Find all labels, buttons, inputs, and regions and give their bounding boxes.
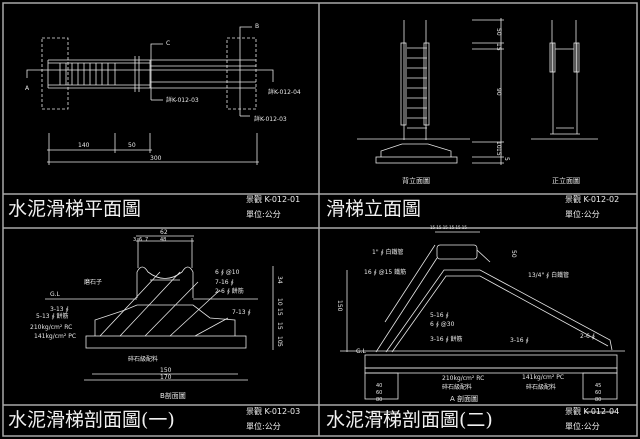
rebar-hatch — [99, 271, 229, 337]
dimension-label: 150 — [160, 367, 172, 374]
dimension-label: 140 — [78, 142, 90, 149]
plan-view — [26, 26, 274, 165]
detail-ref: 詳K-012-03 — [166, 97, 199, 104]
dimension-label: 7 — [145, 237, 149, 243]
material-label: 碎石級配料 — [128, 356, 159, 363]
drawing-code: 景觀 K-012-02 — [565, 195, 620, 204]
back-elevation-label: 背立面圖 — [402, 177, 430, 185]
steps — [59, 63, 116, 85]
dimension-label: 150 — [336, 300, 343, 312]
unit-label: 單位:公分 — [246, 422, 281, 431]
dimension-label: 90 — [495, 88, 502, 96]
dimension-label: 50 — [510, 250, 517, 258]
dimension-label: 15 — [276, 308, 283, 316]
dimension-label: 50 — [495, 28, 502, 36]
rebar-label: 6 ∮ @30 — [430, 321, 455, 328]
section-b-marker: B — [255, 23, 260, 30]
rebar-label: 2-6 ∮ — [580, 333, 595, 340]
dimension-label: 60 — [376, 390, 383, 396]
material-label: 碎石級配料 — [526, 384, 557, 391]
concrete-label: 141kg/cm² PC — [34, 333, 77, 340]
dimension-label: 15 15 15 15 15 15 — [430, 225, 467, 230]
drawing-code: 景觀 K-012-03 — [246, 407, 301, 416]
dimension-label: 10 — [276, 298, 283, 306]
material-label: 碎石級配料 — [442, 384, 473, 391]
elevation-views — [357, 18, 598, 165]
rebar-label: 3-16 ∮ — [510, 337, 529, 344]
dimension-label: 3 — [133, 237, 137, 243]
section-label: A 剖面圖 — [450, 395, 479, 403]
unit-label: 單位:公分 — [565, 422, 600, 431]
concrete-label: 141kg/cm² PC — [522, 374, 565, 381]
dimension-label: 15 — [276, 322, 283, 330]
front-elevation-label: 正立面圖 — [552, 177, 580, 185]
dimension-label: 15 — [495, 148, 502, 156]
rebar-label: 6 ∮ @10 — [215, 269, 240, 276]
dimension-label: 40 — [376, 383, 383, 389]
rebar-label: 3-16 ∮ 餅筋 — [430, 336, 463, 343]
material-label: 磨石子 — [84, 279, 103, 286]
dimension-label: 80 — [595, 397, 602, 403]
section-c-marker: C — [166, 40, 171, 47]
unit-label: 單位:公分 — [565, 210, 600, 219]
dimension-label: 10 — [495, 141, 502, 149]
dimension-label: 6 — [139, 237, 143, 243]
dimension-label: 60 — [595, 390, 602, 396]
dimension-label: 62 — [160, 229, 168, 236]
dimension-label: 5 — [503, 157, 510, 161]
dimension-label: 5 — [276, 343, 283, 347]
dimension-label: 45 — [595, 383, 602, 389]
unit-label: 單位:公分 — [246, 210, 281, 219]
detail-ref: 詳K-012-04 — [268, 89, 301, 96]
rebar-label: 2-6 ∮ 餅筋 — [215, 288, 244, 295]
panel-title: 水泥滑梯剖面圖(二) — [326, 409, 493, 431]
pipe-label: 1" ∮ 白鐵管 — [372, 249, 404, 256]
rebar-label: 16 ∮ @15 鐵筋 — [364, 269, 407, 276]
section-b — [45, 235, 274, 381]
panel-title: 水泥滑梯剖面圖(一) — [8, 409, 175, 431]
section-a-marker: A — [25, 85, 30, 92]
dimension-label: 34 — [276, 276, 283, 284]
section-a — [340, 231, 625, 413]
dimension-label: 48 — [160, 237, 167, 243]
drawing-code: 景觀 K-012-01 — [246, 195, 301, 204]
concrete-label: 210kg/cm² RC — [30, 324, 73, 331]
dimension-label: 50 — [128, 142, 136, 149]
dimension-label: 15 — [495, 43, 502, 51]
rebar-label: 5-16 ∮ — [430, 312, 449, 319]
concrete-label: 210kg/cm² RC — [442, 375, 485, 382]
dimension-label: 80 — [376, 397, 383, 403]
rebar-label: 3-13 ∮ — [50, 306, 69, 313]
rebar-label: 7-13 ∮ — [232, 309, 251, 316]
section-label: B剖面圖 — [160, 392, 186, 400]
rebar-label: 5-13 ∮ 餅筋 — [36, 313, 69, 320]
panel-title: 滑梯立面圖 — [326, 198, 422, 220]
pipe-label: 13/4" ∮ 白鐵管 — [528, 272, 570, 279]
drawing-code: 景觀 K-012-04 — [565, 407, 620, 416]
detail-ref: 詳K-012-03 — [254, 116, 287, 123]
panel-title: 水泥滑梯平面圖 — [8, 198, 142, 220]
dimension-label: 10 — [276, 336, 283, 344]
dimension-label: 170 — [160, 374, 172, 381]
ground-level-label: G.L — [50, 291, 60, 298]
rebar-label: 7-16 ∮ — [215, 279, 234, 286]
dimension-label: 300 — [150, 155, 162, 162]
ground-level-label: G.L — [356, 348, 366, 355]
